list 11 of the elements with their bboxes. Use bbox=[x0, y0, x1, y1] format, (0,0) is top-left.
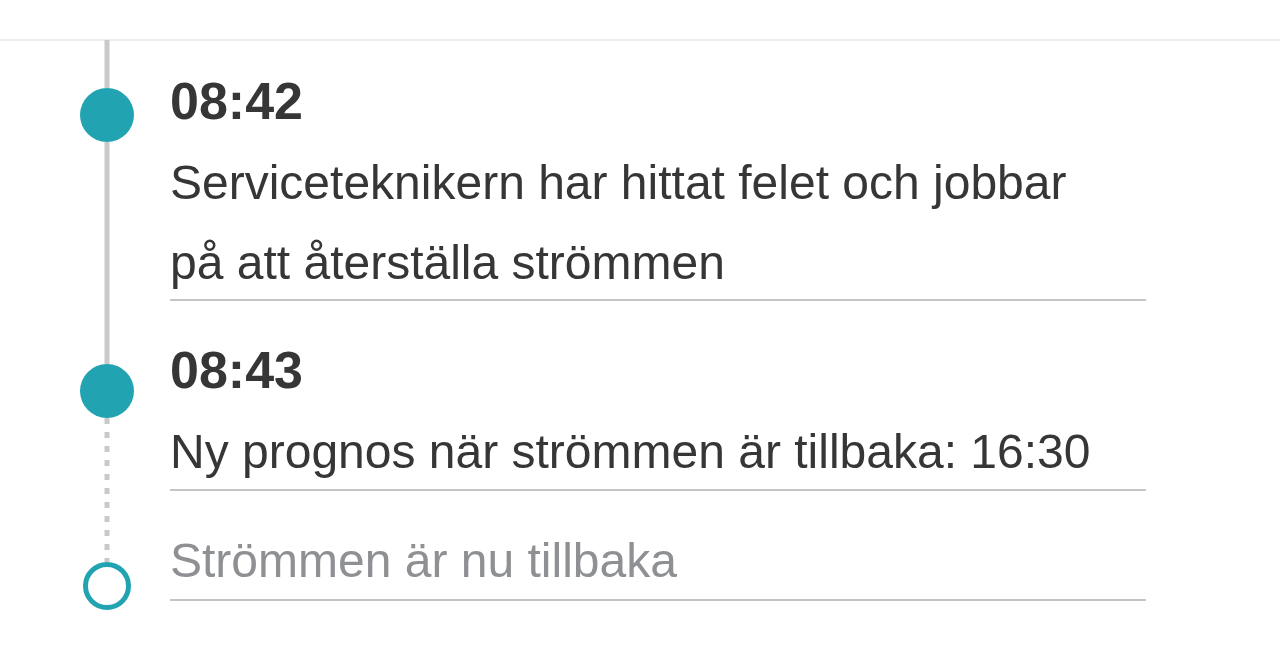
timeline-dot bbox=[80, 364, 134, 418]
open-timeline-dot bbox=[83, 562, 131, 610]
status-message: Serviceteknikern har hittat felet och jobbar på att återställa strömmen bbox=[170, 156, 1067, 289]
dotted-connector bbox=[104, 418, 110, 562]
timestamp: 08:43 bbox=[170, 341, 303, 399]
timestamp: 08:42 bbox=[170, 72, 303, 130]
timeline-dot bbox=[80, 88, 134, 142]
timeline-connector bbox=[104, 142, 110, 364]
timeline-connector bbox=[104, 40, 110, 88]
status-message: Strömmen är nu tillbaka bbox=[170, 534, 677, 587]
status-message: Ny prognos när strömmen är tillbaka: 16:30 bbox=[170, 425, 1091, 478]
